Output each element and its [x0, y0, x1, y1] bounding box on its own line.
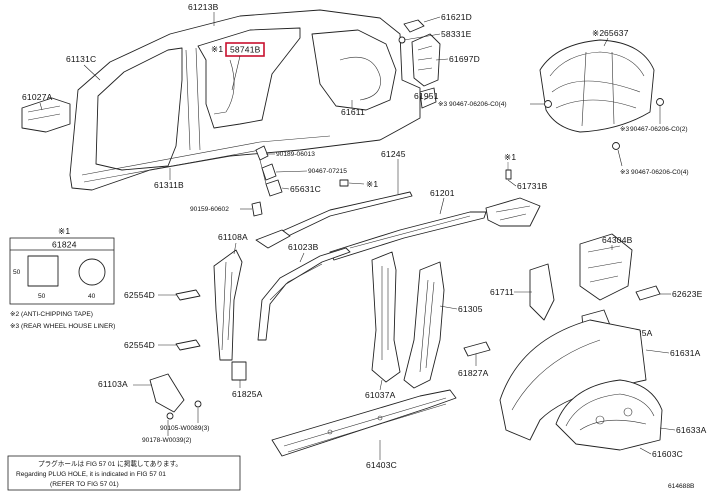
part-label-61103A[interactable]: 61103A	[98, 379, 128, 389]
rear-wheel-house-liner	[539, 39, 664, 150]
part-label-90467-06206-C0-2[interactable]: 90467-06206-C0(2)	[630, 126, 688, 133]
part-label-90178-W0039[interactable]: 90178-W0039(2)	[142, 437, 191, 444]
part-label-62623E[interactable]: 62623E	[672, 289, 703, 299]
footnote-line-3[interactable]: (REFER TO FIG 57 01)	[50, 481, 119, 488]
part-label-61731B[interactable]: 61731B	[517, 181, 548, 191]
small-fasteners	[251, 145, 512, 217]
part-label-61603C[interactable]: 61603C	[652, 449, 683, 459]
footnote-box: プラグホールは FIG 57 01 に掲載してあります。 Regarding P…	[7, 455, 241, 491]
b-pillar-61037A	[371, 251, 401, 383]
part-label-61037A[interactable]: 61037A	[365, 390, 396, 400]
diagram-id: 614688B	[668, 483, 695, 490]
part-label-90189-06013[interactable]: 90189-06013	[276, 151, 315, 158]
roof-side-rail-assembly	[255, 191, 541, 261]
part-label-65637[interactable]: 65637	[604, 28, 629, 38]
legend-dim-height: 50	[13, 269, 21, 276]
part-label-61131C[interactable]: 61131C	[66, 54, 96, 64]
footnote-line-1: プラグホールは FIG 57 01 に掲載してあります。	[38, 459, 182, 468]
part-mark-61245-small: ※1	[366, 179, 378, 189]
legend-dim-dia: 40	[88, 293, 96, 300]
part-label-90467-06206-C0-4-b[interactable]: ※3 90467-06206-C0(4)	[620, 169, 689, 176]
rocker-panel-61403C	[271, 389, 457, 457]
part-mark-61731B: ※1	[504, 152, 516, 162]
part-label-61633A[interactable]: 61633A	[676, 425, 707, 435]
wheel-house-inner-64304B	[579, 233, 633, 301]
part-label-90467-07215[interactable]: 90467-07215	[308, 168, 347, 175]
part-mark-58741B: ※1	[211, 44, 223, 54]
part-label-64304B[interactable]: 64304B	[602, 235, 633, 245]
part-label-90105-W0089[interactable]: 90105-W0089(3)	[160, 425, 209, 432]
footnote-line-2: Regarding PLUG HOLE, it is indicated in …	[16, 471, 166, 478]
part-62623E	[635, 285, 661, 301]
part-label-61108A[interactable]: 61108A	[218, 232, 248, 242]
part-label-58331E[interactable]: 58331E	[441, 29, 472, 39]
part-label-61023B[interactable]: 61023B	[288, 242, 319, 252]
legend-dim-width: 50	[38, 293, 46, 300]
part-label-58741B[interactable]: 58741B	[230, 45, 261, 55]
a-pillar-inner	[213, 249, 243, 361]
part-label-61201[interactable]: 61201	[430, 188, 455, 198]
part-label-61711[interactable]: 61711	[490, 287, 514, 297]
part-label-61311B[interactable]: 61311B	[154, 180, 184, 190]
part-label-61951[interactable]: 61951	[414, 91, 439, 101]
legend-box: ※1 61824 50 50 40	[9, 226, 115, 305]
part-label-61027A[interactable]: 61027A	[22, 92, 53, 102]
part-label-61697D[interactable]: 61697D	[449, 54, 480, 64]
legend-mark: ※1	[58, 226, 70, 236]
part-label-61611[interactable]: 61611	[341, 107, 365, 117]
part-label-90467-06206-C0-4-a[interactable]: ※3 90467-06206-C0(4)	[438, 101, 507, 108]
part-label-61213B[interactable]: 61213B	[188, 2, 219, 12]
bracket-61103A	[149, 373, 202, 420]
part-label-62554D-a[interactable]: 62554D	[124, 290, 155, 300]
highlight-58741B[interactable]: 58741B	[225, 42, 265, 57]
part-label-61827A[interactable]: 61827A	[458, 368, 489, 378]
roof-rail-61023B	[257, 247, 351, 341]
bracket-61825A	[231, 361, 247, 381]
part-label-61825A[interactable]: 61825A	[232, 389, 263, 399]
legend-note-2: ※2 (ANTI-CHIPPING TAPE)	[10, 311, 93, 318]
part-mark-90467-06206-C0-2: ※3	[620, 126, 630, 133]
part-label-61305[interactable]: 61305	[458, 304, 483, 314]
part-label-61631A[interactable]: 61631A	[670, 348, 701, 358]
quarter-panel-61631A	[499, 319, 647, 441]
seal-pads	[175, 289, 491, 357]
legend-part[interactable]: 61824	[52, 240, 77, 250]
part-label-61621D[interactable]: 61621D	[441, 12, 472, 22]
center-pillar-61305	[403, 261, 445, 389]
part-label-65631C[interactable]: 65631C	[290, 184, 321, 194]
part-label-62554D-b[interactable]: 62554D	[124, 340, 155, 350]
part-label-61245[interactable]: 61245	[381, 149, 406, 159]
legend-note-3: ※3 (REAR WHEEL HOUSE LINER)	[10, 323, 115, 330]
wheel-house-outer-61633A	[555, 379, 663, 451]
part-mark-65637: ※2	[592, 28, 604, 38]
part-61711	[529, 263, 555, 321]
body-side-outer-panel	[21, 9, 441, 191]
part-label-61403C[interactable]: 61403C	[366, 460, 397, 470]
part-label-90159-60602[interactable]: 90159-60602	[190, 206, 229, 213]
